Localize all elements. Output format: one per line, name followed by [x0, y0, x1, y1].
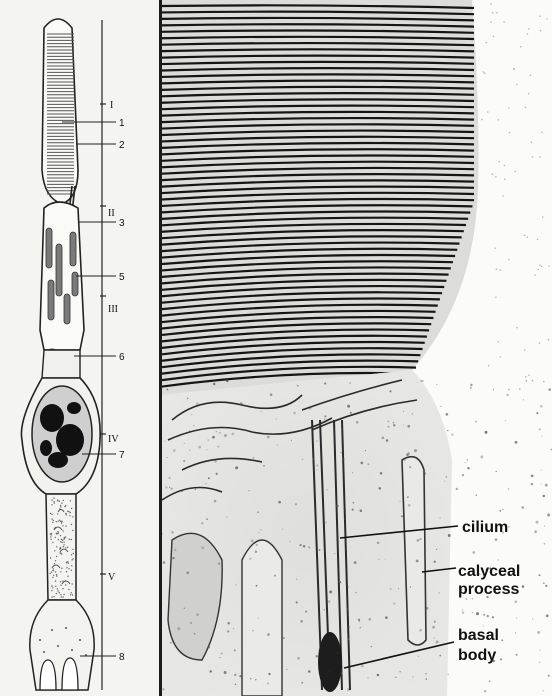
- label-process: process: [458, 581, 519, 598]
- rod-cell-drawing-panel: 1 2 3 5 6 7 8 I II III IV V: [0, 0, 162, 696]
- label-2: 2: [119, 140, 125, 151]
- basal-body: [318, 632, 342, 692]
- region-I: I: [110, 100, 113, 111]
- rod-cell-drawing: 1 2 3 5 6 7 8 I II III IV V: [0, 0, 159, 696]
- label-calyceal: calyceal: [458, 563, 520, 580]
- label-basal: basal: [458, 627, 499, 644]
- label-8: 8: [119, 652, 125, 663]
- region-II: II: [108, 208, 115, 219]
- label-5: 5: [119, 272, 125, 283]
- region-scale: [100, 20, 106, 690]
- electron-micrograph-panel: cilium calyceal process basal body: [162, 0, 552, 696]
- region-V: V: [108, 572, 116, 583]
- label-6: 6: [119, 352, 125, 363]
- label-7: 7: [119, 450, 125, 461]
- label-body: body: [458, 647, 496, 664]
- electron-micrograph: cilium calyceal process basal body: [162, 0, 552, 696]
- region-IV: IV: [108, 434, 119, 445]
- label-3: 3: [119, 218, 125, 229]
- label-1: 1: [119, 118, 125, 129]
- region-III: III: [108, 304, 118, 315]
- label-cilium: cilium: [462, 519, 508, 536]
